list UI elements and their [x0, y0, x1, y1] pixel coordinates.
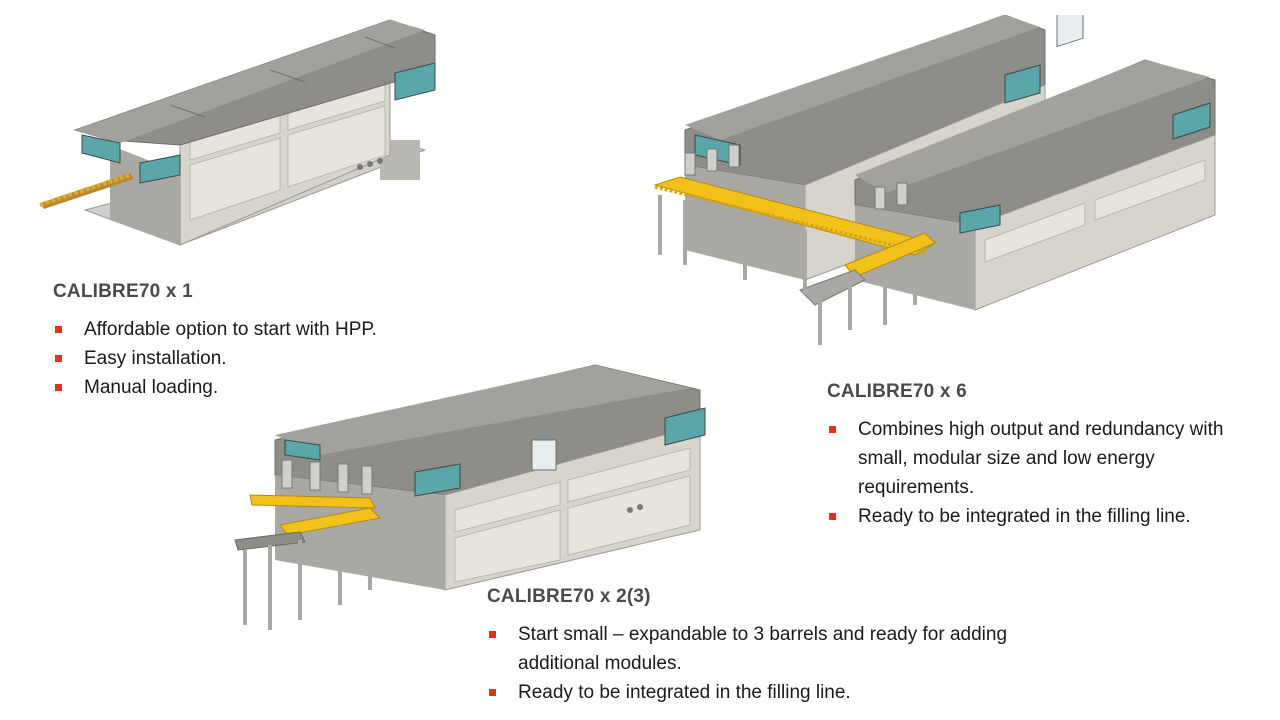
bullet-list: Combines high output and redundancy with… — [827, 415, 1267, 531]
bullet-list: Affordable option to start with HPP. Eas… — [53, 315, 473, 402]
calibre70-x2-3-machine-image — [234, 364, 706, 630]
list-item: Start small – expandable to 3 barrels an… — [487, 620, 1027, 678]
list-item: Affordable option to start with HPP. — [53, 315, 473, 344]
bullet-list: Start small – expandable to 3 barrels an… — [487, 620, 1027, 707]
section-calibre70-x1: CALIBRE70 x 1 Affordable option to start… — [53, 281, 473, 402]
bullet-square-icon — [489, 631, 496, 638]
list-item: Ready to be integrated in the filling li… — [487, 678, 1027, 707]
list-item: Combines high output and redundancy with… — [827, 415, 1267, 502]
list-item: Manual loading. — [53, 373, 473, 402]
section-title: CALIBRE70 x 1 — [53, 281, 193, 302]
section-calibre70-x2-3: CALIBRE70 x 2(3) Start small – expandabl… — [487, 586, 1027, 707]
list-item: Ready to be integrated in the filling li… — [827, 502, 1267, 531]
section-title: CALIBRE70 x 2(3) — [487, 586, 651, 607]
bullet-square-icon — [489, 689, 496, 696]
bullet-square-icon — [55, 384, 62, 391]
bullet-square-icon — [55, 326, 62, 333]
bullet-square-icon — [829, 426, 836, 433]
list-item: Easy installation. — [53, 344, 473, 373]
calibre70-x6-machine-image — [653, 15, 1216, 345]
bullet-square-icon — [829, 513, 836, 520]
section-calibre70-x6: CALIBRE70 x 6 Combines high output and r… — [827, 381, 1267, 531]
bullet-square-icon — [55, 355, 62, 362]
section-title: CALIBRE70 x 6 — [827, 381, 967, 402]
calibre70-x1-machine-image — [39, 19, 436, 246]
